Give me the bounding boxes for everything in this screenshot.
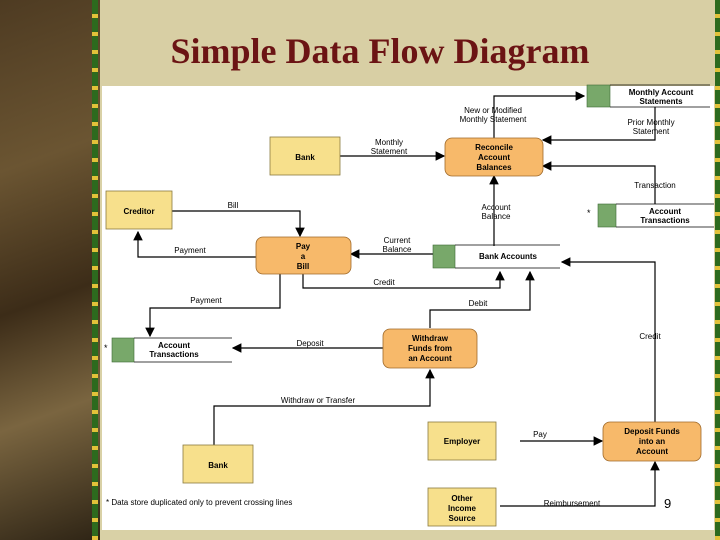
duplicate-store-marker-left: * bbox=[104, 343, 108, 353]
entity-employer-label: Employer bbox=[444, 437, 480, 446]
process-pay-line1: Pay bbox=[296, 242, 311, 251]
flow-payment-left-label: Payment bbox=[190, 296, 222, 305]
store-bank-accounts: Bank Accounts bbox=[432, 244, 560, 269]
store-transactions-left-line1: Account bbox=[158, 341, 190, 350]
entity-other-income-line2: Income bbox=[448, 504, 477, 513]
process-pay-line3: Bill bbox=[297, 262, 309, 271]
flow-debit-line bbox=[429, 270, 535, 328]
flow-transaction-label: Transaction bbox=[634, 181, 676, 190]
store-monthly-line1: Monthly Account bbox=[629, 88, 694, 97]
process-reconcile-line1: Reconcile bbox=[475, 143, 513, 152]
flow-credit-right-line bbox=[560, 257, 656, 425]
store-account-transactions-right: Account Transactions bbox=[597, 203, 714, 228]
flow-new-modified-line bbox=[493, 91, 586, 138]
process-withdraw-line3: an Account bbox=[408, 354, 452, 363]
flow-credit-mid-label: Credit bbox=[373, 278, 395, 287]
flow-current-balance-label-1: Current bbox=[384, 236, 411, 245]
store-transactions-right-line2: Transactions bbox=[640, 216, 690, 225]
flow-prior-monthly-label-2: Statement bbox=[633, 127, 670, 136]
flow-deposit-label: Deposit bbox=[296, 339, 324, 348]
left-stripe bbox=[92, 0, 98, 540]
decorative-medal-panel bbox=[0, 0, 100, 540]
entity-creditor: Creditor bbox=[105, 190, 173, 230]
flow-payment-creditor-label: Payment bbox=[174, 246, 206, 255]
store-transactions-right-line1: Account bbox=[649, 207, 681, 216]
flow-withdraw-transfer-line bbox=[213, 368, 435, 445]
entity-employer: Employer bbox=[427, 421, 497, 461]
flow-bill-line bbox=[172, 210, 305, 238]
flow-credit-right-label: Credit bbox=[639, 332, 661, 341]
process-pay-a-bill: Pay a Bill bbox=[255, 236, 352, 275]
store-transactions-left-line2: Transactions bbox=[149, 350, 199, 359]
process-reconcile-line3: Balances bbox=[476, 163, 512, 172]
flow-withdraw-transfer-label: Withdraw or Transfer bbox=[281, 396, 356, 405]
flow-account-balance-label-1: Account bbox=[482, 203, 512, 212]
flow-monthly-statement-label-2: Statement bbox=[371, 147, 408, 156]
flow-payment-left-line bbox=[145, 274, 281, 338]
duplicate-store-marker-right: * bbox=[587, 208, 591, 218]
process-reconcile-account-balances: Reconcile Account Balances bbox=[444, 137, 544, 177]
page-number: 9 bbox=[664, 496, 672, 511]
process-deposit-funds: Deposit Funds into an Account bbox=[602, 421, 702, 462]
slide-title: Simple Data Flow Diagram bbox=[170, 31, 590, 71]
entity-bank-bottom: Bank bbox=[182, 444, 254, 484]
footnote: * Data store duplicated only to prevent … bbox=[106, 498, 292, 507]
flow-reimbursement-label: Reimbursement bbox=[544, 499, 601, 508]
flow-new-modified-label-1: New or Modified bbox=[464, 106, 522, 115]
process-withdraw-line2: Funds from bbox=[408, 344, 452, 353]
entity-other-income-source: Other Income Source bbox=[427, 487, 497, 527]
flow-reimbursement-line bbox=[500, 460, 660, 507]
entity-other-income-line1: Other bbox=[451, 494, 472, 503]
entity-creditor-label: Creditor bbox=[123, 207, 154, 216]
store-monthly-line2: Statements bbox=[639, 97, 683, 106]
store-bank-accounts-label: Bank Accounts bbox=[479, 252, 537, 261]
flow-current-balance-label-2: Balance bbox=[383, 245, 412, 254]
process-deposit-line3: Account bbox=[636, 447, 668, 456]
flow-transaction-line bbox=[541, 161, 656, 204]
process-reconcile-line2: Account bbox=[478, 153, 510, 162]
entity-other-income-line3: Source bbox=[448, 514, 476, 523]
store-account-transactions-left: Account Transactions bbox=[111, 337, 232, 363]
process-deposit-line1: Deposit Funds bbox=[624, 427, 680, 436]
entity-bank-label: Bank bbox=[295, 153, 315, 162]
flow-payment-creditor-line bbox=[133, 230, 256, 258]
flow-prior-monthly-label-1: Prior Monthly bbox=[627, 118, 674, 127]
flow-account-balance-label-2: Balance bbox=[482, 212, 511, 221]
flow-monthly-statement-label-1: Monthly bbox=[375, 138, 403, 147]
right-stripe bbox=[715, 0, 720, 540]
process-withdraw-line1: Withdraw bbox=[412, 334, 449, 343]
flow-bill-label: Bill bbox=[228, 201, 239, 210]
store-monthly-account-statements: Monthly Account Statements bbox=[586, 84, 710, 108]
flow-pay-label: Pay bbox=[533, 430, 547, 439]
flow-prior-monthly-line bbox=[541, 107, 656, 145]
flow-credit-mid-line bbox=[302, 270, 505, 289]
entity-bank: Bank bbox=[269, 136, 341, 176]
entity-bank-bottom-label: Bank bbox=[208, 461, 228, 470]
flow-new-modified-label-2: Monthly Statement bbox=[460, 115, 527, 124]
process-withdraw-funds: Withdraw Funds from an Account bbox=[382, 328, 478, 369]
flow-debit-label: Debit bbox=[469, 299, 488, 308]
process-pay-line2: a bbox=[301, 252, 306, 261]
process-deposit-line2: into an bbox=[639, 437, 665, 446]
title-band bbox=[100, 0, 720, 86]
